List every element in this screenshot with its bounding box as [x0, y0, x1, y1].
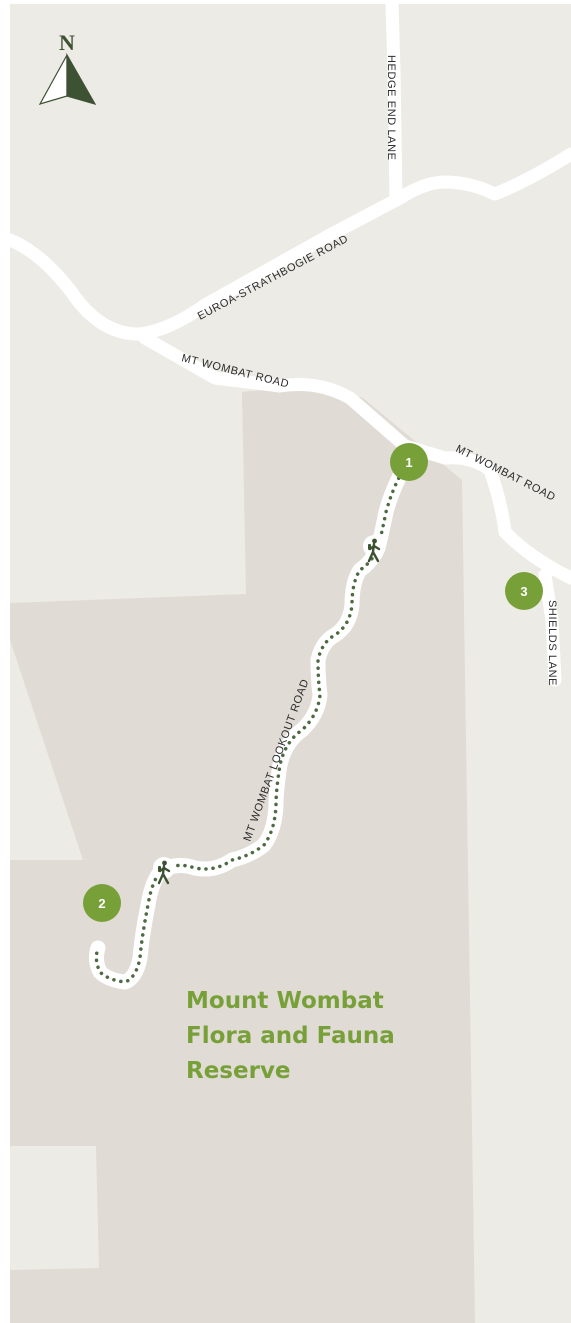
marker-2[interactable]: 2 [83, 884, 121, 922]
reserve-name-line-3: Reserve [186, 1058, 291, 1084]
north-arrow-icon: N [38, 30, 97, 105]
shields-lane-road[interactable] [538, 568, 562, 687]
mt-wombat-road-east-line[interactable] [438, 451, 571, 585]
marker-1[interactable]: 1 [390, 443, 428, 481]
compass-letter: N [59, 30, 75, 55]
reserve-name-label: Mount Wombat Flora and Fauna Reserve [186, 984, 395, 1089]
hedge-end-lane-road[interactable] [385, 0, 403, 207]
marker-3[interactable]: 3 [505, 572, 543, 610]
walking-trail [88, 464, 410, 990]
hiker-icon [153, 857, 175, 885]
marker-2-label: 2 [98, 896, 105, 911]
trail-casing [88, 464, 410, 990]
reserve-name-line-2: Flora and Fauna [186, 1023, 395, 1049]
mt-wombat-road-west-line[interactable] [138, 331, 452, 465]
euroa-strathbogie-road-line[interactable] [3, 147, 571, 341]
reserve-name-line-1: Mount Wombat [186, 988, 384, 1014]
road-label-shields-lane: SHIELDS LANE [546, 600, 558, 686]
road-network [3, 0, 571, 687]
road-label-hedge-end-lane: HEDGE END LANE [385, 55, 397, 161]
hiker-icon [363, 535, 385, 563]
marker-1-label: 1 [405, 455, 412, 470]
marker-3-label: 3 [520, 584, 527, 599]
